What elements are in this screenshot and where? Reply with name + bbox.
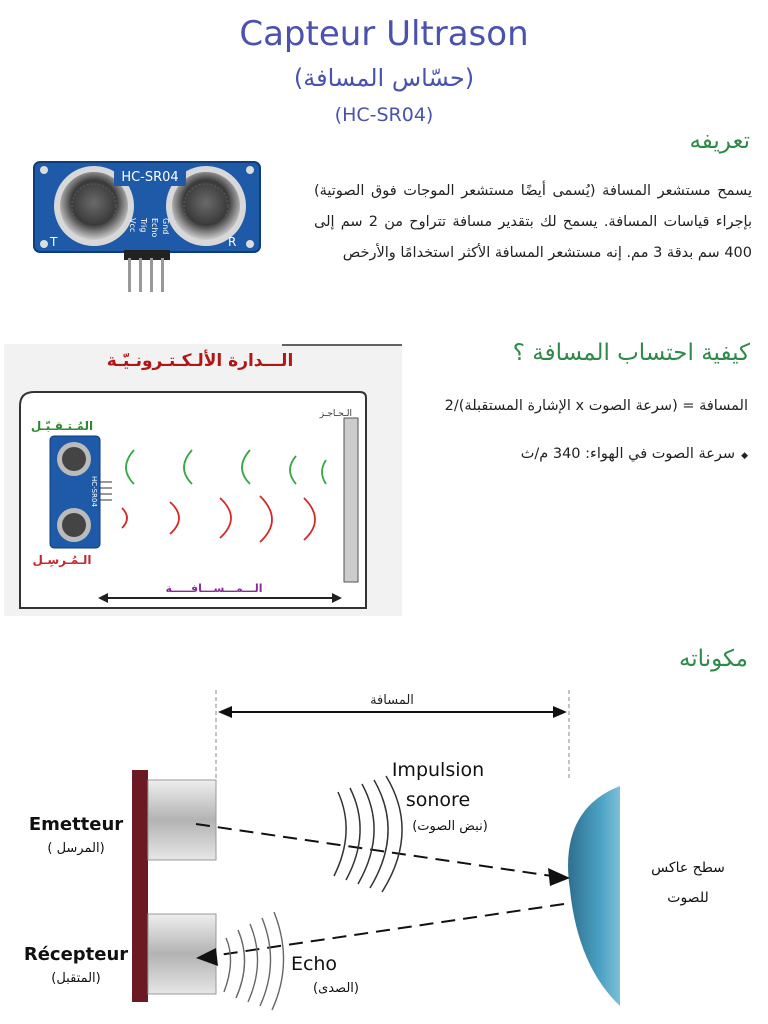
sensor-t-label: T <box>49 235 58 249</box>
obstacle-label: الـحـاجـز <box>319 409 352 419</box>
reflected-waves <box>125 449 327 485</box>
emitted-waves <box>121 495 316 543</box>
model-number: (HC-SR04) <box>334 104 434 126</box>
pulse-wave-arcs <box>333 775 403 893</box>
circuit-distance-label: الـــمـــســـافـــــة <box>165 582 262 595</box>
definition-paragraph: يسمح مستشعر المسافة (يُسمى أيضًا مستشعر … <box>314 183 752 261</box>
sensor-module-label: HC-SR04 <box>121 170 178 185</box>
echo-wave-arcs <box>223 911 285 1011</box>
pin-label-echo: Echo <box>150 218 159 238</box>
reflecting-surface <box>568 786 620 1006</box>
receiver-label: المُـتـقـبّـل <box>31 419 93 433</box>
sensor-photo: HC-SR04 T R Vcc Trig Echo Gnd <box>33 161 261 292</box>
surface-label-line2: للصوت <box>667 890 708 906</box>
page-subtitle-arabic: (حسّاس المسافة) <box>293 64 475 92</box>
pin-label-trig: Trig <box>139 217 148 232</box>
bullet-icon: ◆ <box>741 451 748 461</box>
diagram-distance-label: المسافة <box>370 693 414 708</box>
components-diagram: المسافة Impulsion sonore (نبض الصوت) Eme… <box>24 690 725 1011</box>
sensor-pins <box>124 250 170 292</box>
emitter-label-arabic: ( المرسل) <box>47 841 104 856</box>
echo-label: Echo <box>291 953 337 975</box>
circuit-sensor-module: HC-SR04 <box>49 435 112 549</box>
receiver-label-arabic: (المتقبل) <box>51 971 101 986</box>
speed-of-sound-text: سرعة الصوت في الهواء: 340 م/ث <box>520 446 736 462</box>
outgoing-pulse <box>195 823 570 886</box>
speed-of-sound-note: ◆ سرعة الصوت في الهواء: 340 م/ث <box>521 446 748 462</box>
calculation-heading: كيفية احتساب المسافة ؟ <box>512 340 750 366</box>
distance-formula: المسافة = (سرعة الصوت x الإشارة المستقبل… <box>444 398 748 414</box>
sensor-r-label: R <box>228 235 236 249</box>
receiver-label: Récepteur <box>24 944 128 965</box>
circuit-title: الـــدارة الألـكـتـرونـيّـة <box>107 350 294 371</box>
echo-label-arabic: (الصدى) <box>313 981 359 996</box>
receiver-cylinder <box>166 166 246 246</box>
distance-dimension-arrow <box>218 706 567 718</box>
page-title: Capteur Ultrason <box>239 14 529 54</box>
components-heading: مكوناته <box>678 646 748 672</box>
distance-arrow <box>98 593 342 603</box>
impulse-label-line1: Impulsion <box>392 759 484 781</box>
pin-label-vcc: Vcc <box>128 218 137 232</box>
pin-label-gnd: Gnd <box>161 218 170 234</box>
echo-return <box>196 903 565 966</box>
emitter-block <box>147 779 217 861</box>
circuit-module-label: HC-SR04 <box>90 476 98 507</box>
impulse-label-arabic: (نبض الصوت) <box>412 819 488 834</box>
definition-heading: تعريفه <box>689 128 750 154</box>
obstacle-wall <box>343 417 359 583</box>
circuit-image: الـــدارة الألـكـتـرونـيّـة المُـتـقـبّـ… <box>4 344 402 616</box>
surface-label-line1: سطح عاكس <box>651 860 725 876</box>
circuit-frame <box>19 391 367 609</box>
impulse-label-line2: sonore <box>406 789 470 811</box>
emitter-bar <box>132 770 148 1002</box>
emitter-label: Emetteur <box>29 814 123 835</box>
transmitter-label: الـمُـرسِـل <box>33 553 92 567</box>
